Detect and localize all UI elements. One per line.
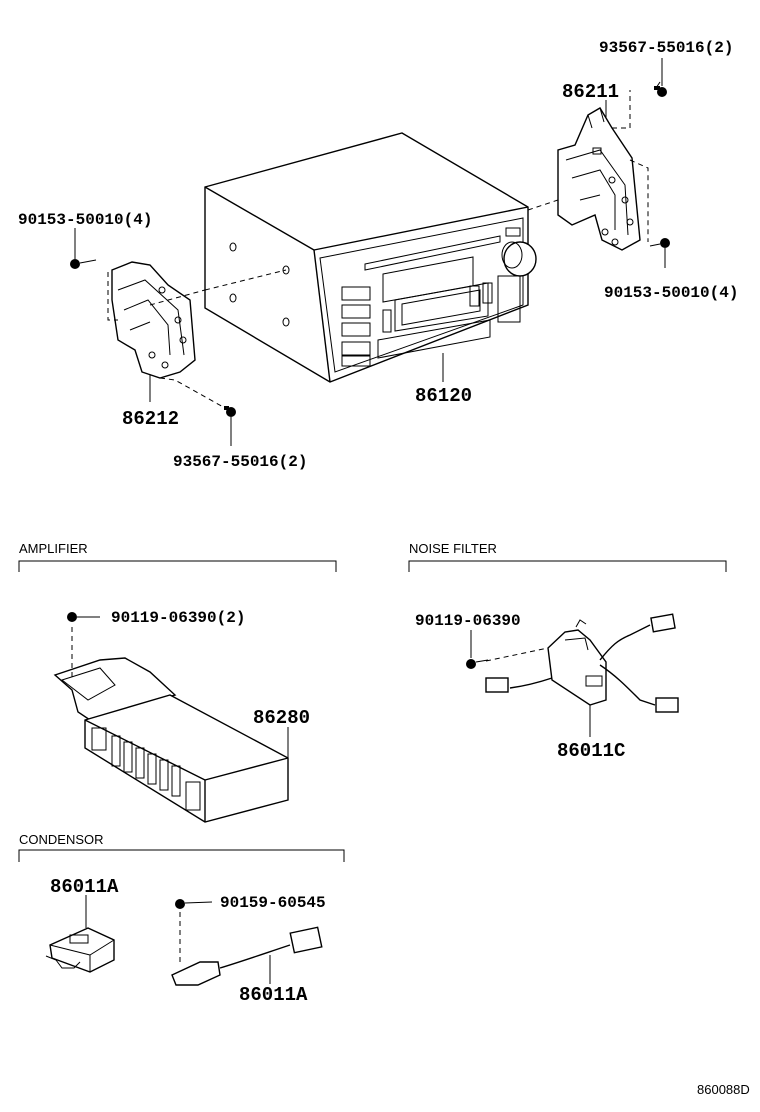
condensor-bolt-part-number: 90159-60545 — [220, 894, 326, 912]
condensor-b-part-number: 86011A — [239, 984, 308, 1006]
screw-bottom-left-part-number: 93567-55016(2) — [173, 453, 307, 471]
bolt-left-part-number: 90153-50010(4) — [18, 211, 152, 229]
noise-filter-section-bracket — [408, 560, 727, 572]
left-bracket-part-number: 86212 — [122, 408, 179, 430]
noise-filter-bolt — [466, 630, 489, 669]
right-mounting-bracket — [527, 90, 649, 251]
bolt-right — [649, 238, 670, 268]
diagram-reference-code: 860088D — [697, 1082, 750, 1097]
bolt-left — [70, 228, 97, 269]
screw-top-right-part-number: 93567-55016(2) — [599, 39, 733, 57]
noise-filter-part-number: 86011C — [557, 740, 625, 762]
condensor-a-part-number: 86011A — [50, 876, 119, 898]
noise-filter-section-label: NOISE FILTER — [409, 541, 497, 556]
radio-head-unit — [204, 132, 537, 383]
amplifier-part-number: 86280 — [253, 707, 310, 729]
amplifier-section-bracket — [18, 560, 337, 572]
noise-filter-bolt-part-number: 90119-06390 — [415, 612, 521, 630]
screw-bottom-left — [224, 406, 236, 446]
amplifier-section-label: AMPLIFIER — [19, 541, 88, 556]
noise-filter-unit — [485, 613, 679, 737]
radio-part-number: 86120 — [415, 385, 472, 407]
left-mounting-bracket — [107, 261, 287, 409]
right-bracket-part-number: 86211 — [562, 81, 619, 103]
amplifier-bolt-part-number: 90119-06390(2) — [111, 609, 245, 627]
amplifier-unit — [53, 627, 289, 823]
condensor-section-label: CONDENSOR — [19, 832, 104, 847]
screw-top-right — [654, 81, 667, 97]
condensor-a-unit — [45, 895, 115, 973]
bolt-right-part-number: 90153-50010(4) — [604, 284, 738, 302]
condensor-b-unit — [171, 899, 323, 986]
condensor-section-bracket — [18, 849, 345, 862]
amplifier-bolt — [67, 612, 100, 622]
